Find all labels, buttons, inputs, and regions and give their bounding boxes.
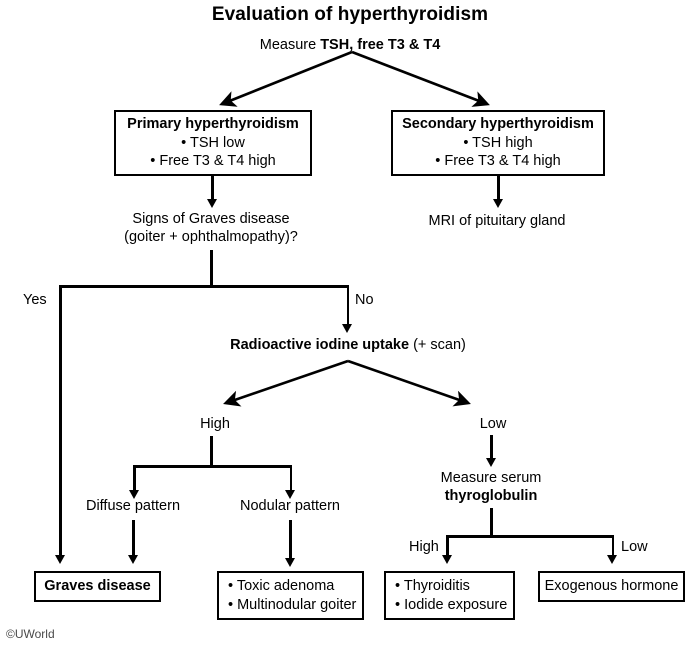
- toxic-bullet-0: • Toxic adenoma: [228, 578, 335, 594]
- arrowhead-to-nodular: [285, 490, 295, 499]
- primary-hyperthyroidism-box: Primary hyperthyroidism • TSH low • Free…: [114, 110, 312, 176]
- uptake-low-label: Low: [479, 416, 507, 432]
- arrowhead-nodular-to-toxic: [284, 558, 295, 567]
- page-title: Evaluation of hyperthyroidism: [211, 4, 489, 25]
- secondary-box-bullets: • TSH high • Free T3 & T4 high: [435, 134, 560, 171]
- thyroiditis-bullet-1: • Iodide exposure: [395, 596, 508, 613]
- nodular-pattern-node: Nodular pattern: [240, 498, 340, 514]
- primary-box-bullets: • TSH low • Free T3 & T4 high: [150, 134, 275, 171]
- arrowhead-yes-to-graves: [54, 555, 65, 564]
- arrowhead-diffuse-to-graves: [127, 555, 138, 564]
- thyroglobulin-high-label: High: [409, 539, 439, 555]
- arrowhead-low-to-thyroglobulin: [485, 458, 496, 467]
- graves-question-line1: Signs of Graves disease: [132, 211, 290, 227]
- connector-to-nodular: [289, 465, 292, 492]
- thyroiditis-bullets: • Thyroiditis • Iodide exposure: [395, 577, 507, 614]
- secondary-box-header: Secondary hyperthyroidism: [402, 116, 594, 133]
- start-node-plain: Measure: [259, 37, 321, 53]
- thyroglobulin-low-label: Low: [621, 539, 648, 555]
- start-node: Measure TSH, free T3 & T4: [260, 36, 441, 54]
- graves-disease-box: Graves disease: [34, 571, 161, 602]
- connector-high-down: [210, 436, 213, 467]
- connector-tg-low: [611, 535, 614, 557]
- start-node-bold: TSH, free T3 & T4: [320, 37, 441, 53]
- exogenous-hormone-box: Exogenous hormone: [538, 571, 685, 602]
- thyroglobulin-node: Measure serum thyroglobulin: [406, 469, 576, 505]
- secondary-bullet-1: • Free T3 & T4 high: [435, 153, 561, 170]
- toxic-adenoma-bullets: • Toxic adenoma • Multinodular goiter: [228, 577, 356, 614]
- arrowhead-to-diffuse: [128, 490, 139, 499]
- arrowhead-tg-high: [441, 555, 452, 564]
- raiu-node: Radioactive iodine uptake (+ scan): [230, 336, 466, 354]
- connector-to-diffuse: [133, 465, 136, 492]
- connector-secondary-to-mri: [497, 176, 500, 201]
- primary-box-header: Primary hyperthyroidism: [127, 116, 299, 133]
- toxic-adenoma-box: • Toxic adenoma • Multinodular goiter: [217, 571, 364, 620]
- toxic-bullet-1: • Multinodular goiter: [228, 596, 357, 613]
- connector-pattern-bar: [133, 465, 292, 468]
- connector-yes-no-bar: [59, 285, 349, 288]
- graves-question-line2: (goiter + ophthalmopathy)?: [124, 229, 298, 245]
- connector-tg-high: [446, 535, 449, 557]
- uptake-high-label: High: [200, 416, 230, 432]
- arrowhead-no-to-raiu: [342, 324, 352, 333]
- arrowhead-secondary-to-mri: [492, 199, 503, 208]
- connector-question-down: [210, 250, 213, 287]
- raiu-node-plain: (+ scan): [409, 337, 466, 353]
- primary-bullet-1: • Free T3 & T4 high: [150, 153, 276, 170]
- connector-thyroglobulin-down: [490, 508, 493, 537]
- uworld-watermark: ©UWorld: [6, 627, 55, 641]
- mri-node: MRI of pituitary gland: [428, 213, 566, 229]
- graves-question-node: Signs of Graves disease (goiter + ophtha…: [96, 210, 326, 246]
- edge-label-no: No: [355, 292, 374, 308]
- arrowhead-primary-to-question: [206, 199, 217, 208]
- thyroiditis-box: • Thyroiditis • Iodide exposure: [384, 571, 515, 620]
- connector-primary-to-question: [211, 176, 214, 201]
- connector-tg-highlow-bar: [446, 535, 614, 538]
- connector-yes-branch: [59, 285, 62, 557]
- connector-diffuse-to-graves: [132, 520, 135, 557]
- primary-bullet-0: • TSH low: [181, 134, 245, 151]
- connector-no-branch: [346, 285, 349, 326]
- diffuse-pattern-node: Diffuse pattern: [85, 498, 181, 514]
- thyroglobulin-line2: thyroglobulin: [444, 488, 538, 504]
- thyroiditis-bullet-0: • Thyroiditis: [395, 578, 470, 594]
- raiu-node-bold: Radioactive iodine uptake: [230, 337, 410, 353]
- thyroglobulin-line1: Measure serum: [440, 470, 542, 486]
- connector-nodular-to-toxic: [289, 520, 292, 560]
- secondary-hyperthyroidism-box: Secondary hyperthyroidism • TSH high • F…: [391, 110, 605, 176]
- edge-label-yes: Yes: [23, 292, 47, 308]
- arrowhead-tg-low: [607, 555, 617, 564]
- graves-disease-label: Graves disease: [44, 578, 151, 595]
- secondary-bullet-0: • TSH high: [463, 134, 533, 151]
- connector-low-to-thyroglobulin: [490, 435, 493, 460]
- exogenous-hormone-label: Exogenous hormone: [544, 578, 679, 595]
